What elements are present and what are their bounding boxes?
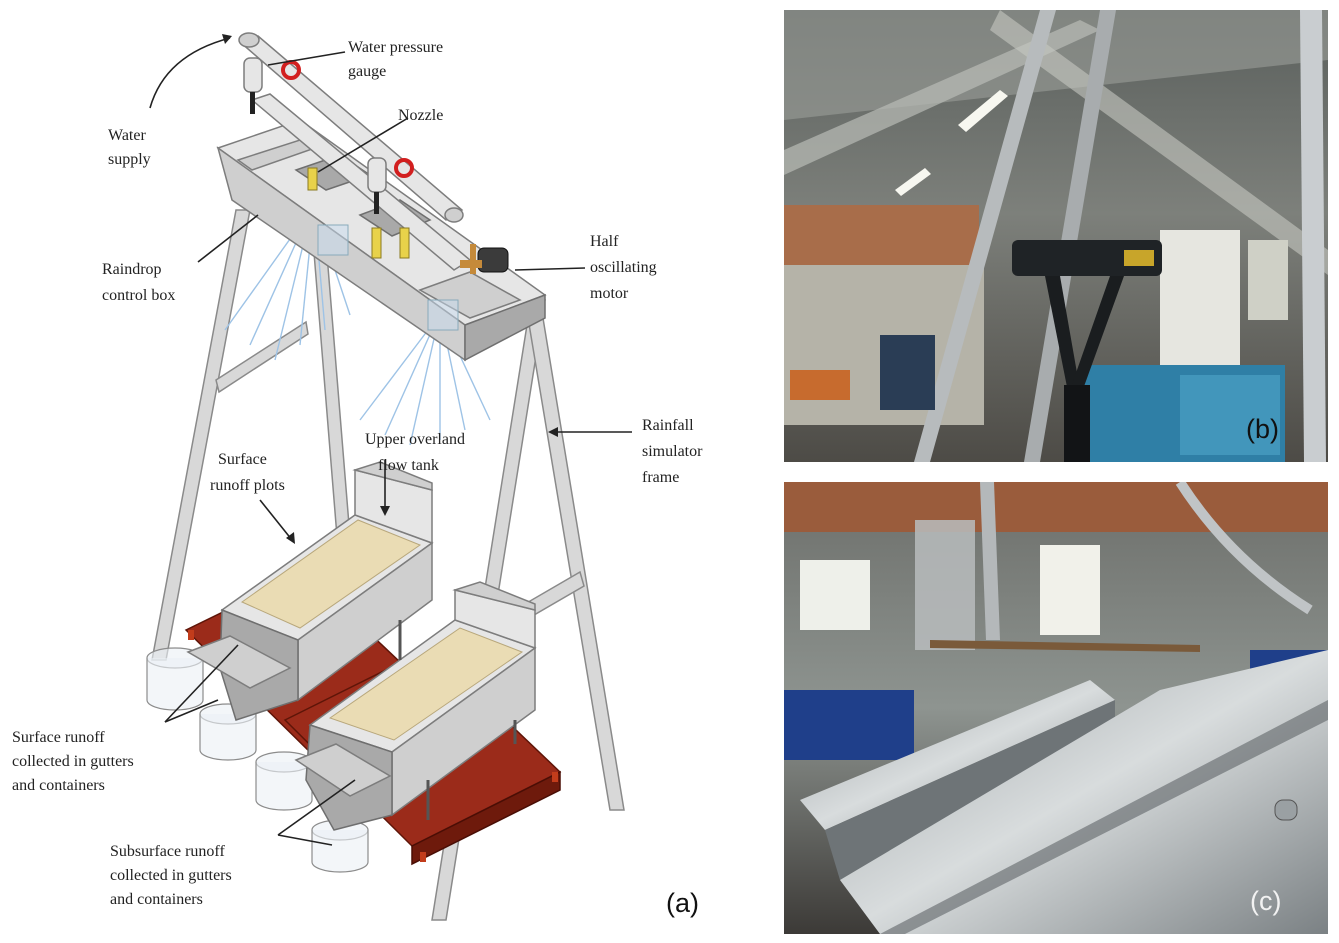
- label-surface-plots-2: runoff plots: [210, 477, 285, 494]
- water-pressure-gauges: [243, 57, 414, 214]
- label-subsurface-collect-1: Subsurface runoff: [110, 843, 225, 860]
- label-upper-tank-1: Upper overland: [365, 431, 465, 448]
- label-rainfall-frame-2: simulator: [642, 443, 703, 460]
- label-nozzle: Nozzle: [398, 107, 443, 124]
- label-subsurface-collect-3: and containers: [110, 891, 203, 908]
- panel-b-photo: (b): [784, 10, 1328, 462]
- label-surface-plots-1: Surface: [218, 451, 267, 468]
- label-raindrop-box-1: Raindrop: [102, 261, 162, 278]
- label-surface-collect-1: Surface runoff: [12, 729, 105, 746]
- label-subsurface-collect-2: collected in gutters: [110, 867, 232, 884]
- panel-label-a: (a): [666, 888, 699, 918]
- label-water-pressure-gauge-2: gauge: [348, 63, 386, 80]
- label-half-oscillating-3: motor: [590, 285, 629, 302]
- label-water-supply-1: Water: [108, 127, 146, 144]
- label-surface-collect-2: collected in gutters: [12, 753, 134, 770]
- annotation-arrows: [149, 34, 632, 846]
- panel-a-schematic: Water pressure gauge Nozzle Water supply…: [12, 32, 703, 921]
- label-half-oscillating-1: Half: [590, 233, 619, 250]
- label-water-supply-2: supply: [108, 151, 151, 168]
- panel-c-photo: (c): [784, 482, 1328, 934]
- panel-label-c: (c): [1250, 886, 1281, 916]
- label-surface-collect-3: and containers: [12, 777, 105, 794]
- nozzles: [307, 167, 410, 259]
- surface-runoff-plot-upper: [186, 461, 434, 721]
- label-rainfall-frame-3: frame: [642, 469, 679, 486]
- label-water-pressure-gauge-1: Water pressure: [348, 39, 443, 56]
- surface-runoff-plot-lower: [294, 581, 537, 831]
- half-oscillating-motor: [460, 244, 509, 274]
- label-raindrop-box-2: control box: [102, 287, 175, 304]
- panel-label-b: (b): [1246, 414, 1279, 444]
- label-rainfall-frame-1: Rainfall: [642, 417, 694, 434]
- label-half-oscillating-2: oscillating: [590, 259, 657, 276]
- diagram-labels: Water pressure gauge Nozzle Water supply…: [12, 39, 703, 908]
- label-upper-tank-2: flow tank: [378, 457, 439, 474]
